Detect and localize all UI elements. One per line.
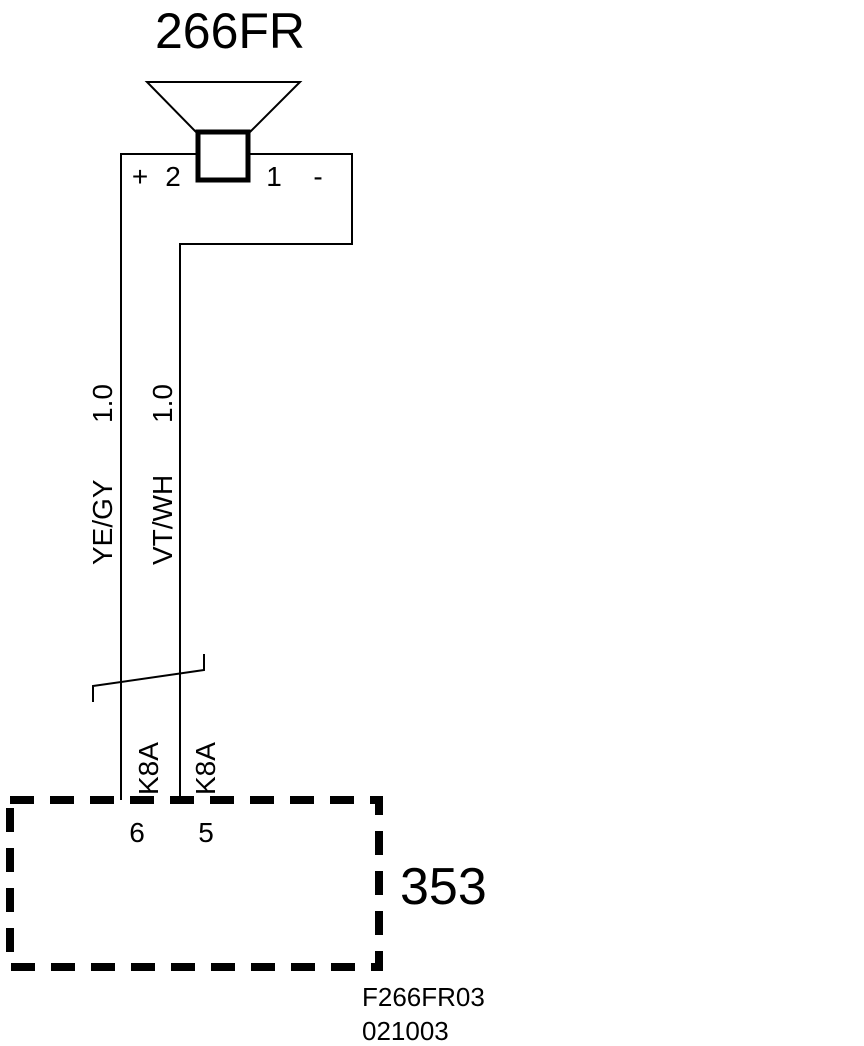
wire-ye-gy xyxy=(120,153,198,800)
speaker-icon xyxy=(144,81,303,183)
module-pin-5: 5 xyxy=(198,817,214,848)
pin-minus-number: 1 xyxy=(266,161,282,192)
drawing-reference: F266FR03 xyxy=(362,982,485,1012)
wire-1-gauge-label: 1.0 xyxy=(87,384,118,423)
module-id-label: 353 xyxy=(400,858,487,916)
speaker-id-label: 266FR xyxy=(155,3,305,59)
pin-plus-sign: + xyxy=(132,161,148,192)
twist-marker xyxy=(92,654,205,702)
pin-minus-sign: - xyxy=(313,161,322,192)
wire-vt-wh xyxy=(179,153,353,800)
wire-2-gauge-label: 1.0 xyxy=(147,384,178,423)
module-box xyxy=(6,796,383,971)
wire-1-color-label: YE/GY xyxy=(87,479,118,565)
module-pin-6: 6 xyxy=(129,817,145,848)
drawing-date: 021003 xyxy=(362,1016,449,1046)
pin-plus-number: 2 xyxy=(165,161,181,192)
wire-1-connector-label: K8A xyxy=(133,742,164,795)
wire-2-connector-label: K8A xyxy=(190,742,221,795)
wire-2-color-label: VT/WH xyxy=(147,475,178,565)
